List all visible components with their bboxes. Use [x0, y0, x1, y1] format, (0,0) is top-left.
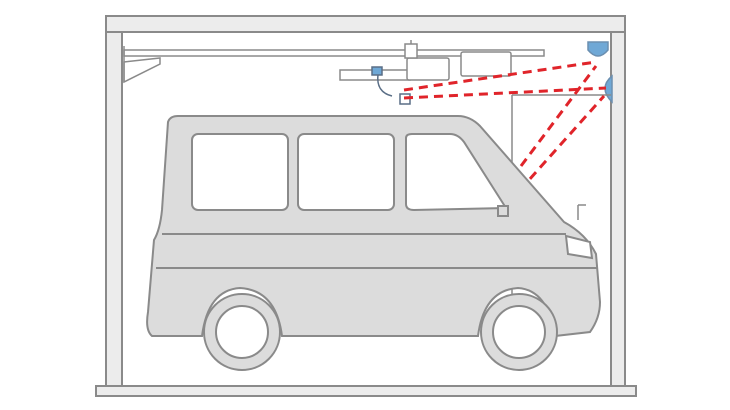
door-opener-motor	[404, 40, 512, 81]
wheel-front	[480, 293, 558, 371]
ceiling-sensor	[587, 41, 609, 57]
floor	[95, 385, 637, 397]
window-rear	[191, 133, 289, 211]
side-mirror	[497, 205, 509, 217]
sensor-beams	[403, 60, 607, 191]
garage-frame	[95, 15, 637, 397]
door-handle	[577, 204, 586, 220]
headlight	[564, 234, 594, 260]
left-wall	[105, 15, 123, 389]
wheel-rear	[203, 293, 281, 371]
window-middle	[297, 133, 395, 211]
right-wall	[610, 15, 626, 389]
van	[146, 115, 602, 338]
ceiling	[105, 15, 626, 33]
door-panel	[123, 57, 161, 84]
wall-sensor	[604, 74, 613, 104]
window-front	[405, 133, 508, 212]
